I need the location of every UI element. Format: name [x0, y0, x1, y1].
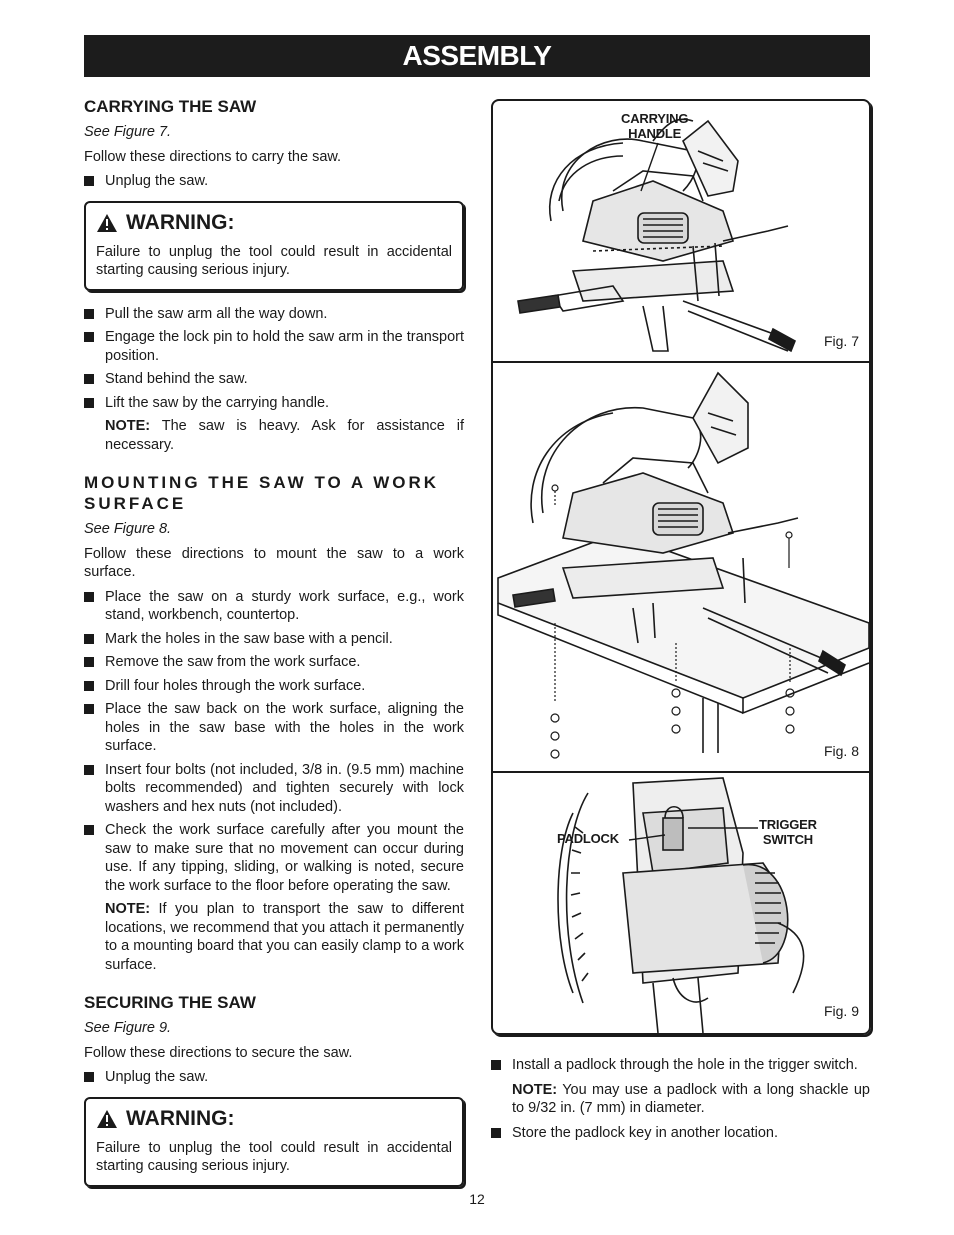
warning-triangle-icon [97, 1109, 117, 1128]
bullet-icon [84, 1072, 94, 1082]
step-list: Unplug the saw. [84, 172, 464, 191]
bullet-icon [84, 680, 94, 691]
saw-mounting-illustration [497, 371, 869, 759]
figure-caption: Fig. 9 [823, 1003, 859, 1019]
step-list: Store the padlock key in another locatio… [491, 1124, 870, 1143]
list-item: Mark the holes in the saw base with a pe… [84, 630, 464, 649]
bullet-icon [84, 704, 94, 714]
note: NOTE: You may use a padlock with a long … [512, 1081, 870, 1117]
list-item: Drill four holes through the work surfac… [84, 677, 464, 696]
bullet-icon [84, 657, 94, 667]
callout-carrying-handle: CARRYING HANDLE [621, 111, 689, 141]
list-item: Remove the saw from the work surface. [84, 653, 464, 672]
list-item: Insert four bolts (not included, 3/8 in.… [84, 761, 464, 817]
warning-triangle-icon [97, 213, 117, 232]
figure-caption: Fig. 7 [823, 333, 859, 349]
list-item: Place the saw back on the work surface, … [84, 700, 464, 756]
figure-divider [493, 361, 869, 363]
section-heading-securing: SECURING THE SAW [84, 993, 256, 1012]
bullet-icon [84, 374, 94, 384]
callout-padlock: PADLOCK [557, 831, 619, 846]
figure-reference: See Figure 7. [84, 124, 172, 140]
list-item: Place the saw on a sturdy work surface, … [84, 588, 464, 625]
figure-reference: See Figure 9. [84, 1020, 172, 1036]
right-column-text: Install a padlock through the hole in th… [491, 1056, 870, 1147]
bullet-icon [491, 1060, 501, 1070]
list-item: Stand behind the saw. [84, 370, 464, 389]
warning-text: Failure to unplug the tool could result … [96, 1139, 452, 1175]
list-item: Engage the lock pin to hold the saw arm … [84, 328, 464, 365]
page-banner: ASSEMBLY [84, 35, 870, 77]
section-intro: Follow these directions to carry the saw… [84, 148, 342, 165]
note: NOTE: The saw is heavy. Ask for assistan… [105, 418, 464, 453]
step-list: Place the saw on a sturdy work surface, … [84, 588, 464, 896]
left-column: CARRYING THE SAW See Figure 7. Follow th… [84, 96, 464, 1201]
bullet-icon [84, 397, 94, 408]
list-item: Store the padlock key in another locatio… [491, 1124, 870, 1143]
warning-title: WARNING: [126, 1106, 235, 1130]
figure-8: Fig. 8 [493, 363, 869, 771]
step-list: Install a padlock through the hole in th… [491, 1056, 870, 1075]
bullet-icon [84, 308, 94, 319]
page-number: 12 [469, 1191, 485, 1207]
bullet-icon [84, 764, 94, 775]
bullet-icon [84, 176, 94, 186]
note: NOTE: If you plan to transport the saw t… [105, 901, 465, 973]
bullet-icon [84, 332, 94, 342]
list-item: Pull the saw arm all the way down. [84, 305, 464, 324]
section-heading-carrying: CARRYING THE SAW [84, 97, 257, 116]
callout-trigger-switch: TRIGGER SWITCH [759, 817, 817, 847]
figure-divider [493, 771, 869, 773]
bullet-icon [491, 1127, 501, 1138]
warning-title: WARNING: [126, 210, 235, 234]
list-item: Install a padlock through the hole in th… [491, 1056, 870, 1075]
figure-reference: See Figure 8. [84, 521, 172, 537]
figure-9: PADLOCK TRIGGER SWITCH Fig. 9 [493, 773, 869, 1033]
step-list: Unplug the saw. [84, 1068, 464, 1087]
figure-7: CARRYING HANDLE Fig. 7 [493, 101, 869, 361]
step-list: Pull the saw arm all the way down. Engag… [84, 305, 464, 413]
section-intro: Follow these directions to secure the sa… [84, 1044, 353, 1061]
figure-caption: Fig. 8 [823, 743, 859, 759]
warning-text: Failure to unplug the tool could result … [96, 243, 452, 279]
warning-box: WARNING: Failure to unplug the tool coul… [84, 1096, 464, 1187]
section-heading-mounting: MOUNTING THE SAW TO A WORK SURFACE [84, 473, 440, 513]
figures-panel: CARRYING HANDLE Fig. 7 [491, 99, 871, 1035]
page-title: ASSEMBLY [402, 40, 552, 71]
list-item: Lift the saw by the carrying handle. [84, 394, 464, 413]
list-item: Unplug the saw. [84, 1068, 464, 1087]
bullet-icon [84, 633, 94, 644]
warning-box: WARNING: Failure to unplug the tool coul… [84, 200, 464, 291]
bullet-icon [84, 825, 94, 835]
section-intro: Follow these directions to mount the saw… [84, 545, 464, 581]
list-item: Check the work surface carefully after y… [84, 821, 464, 895]
list-item: Unplug the saw. [84, 172, 464, 191]
bullet-icon [84, 591, 94, 602]
saw-padlock-illustration [557, 777, 805, 1033]
saw-carrying-illustration [517, 118, 797, 353]
